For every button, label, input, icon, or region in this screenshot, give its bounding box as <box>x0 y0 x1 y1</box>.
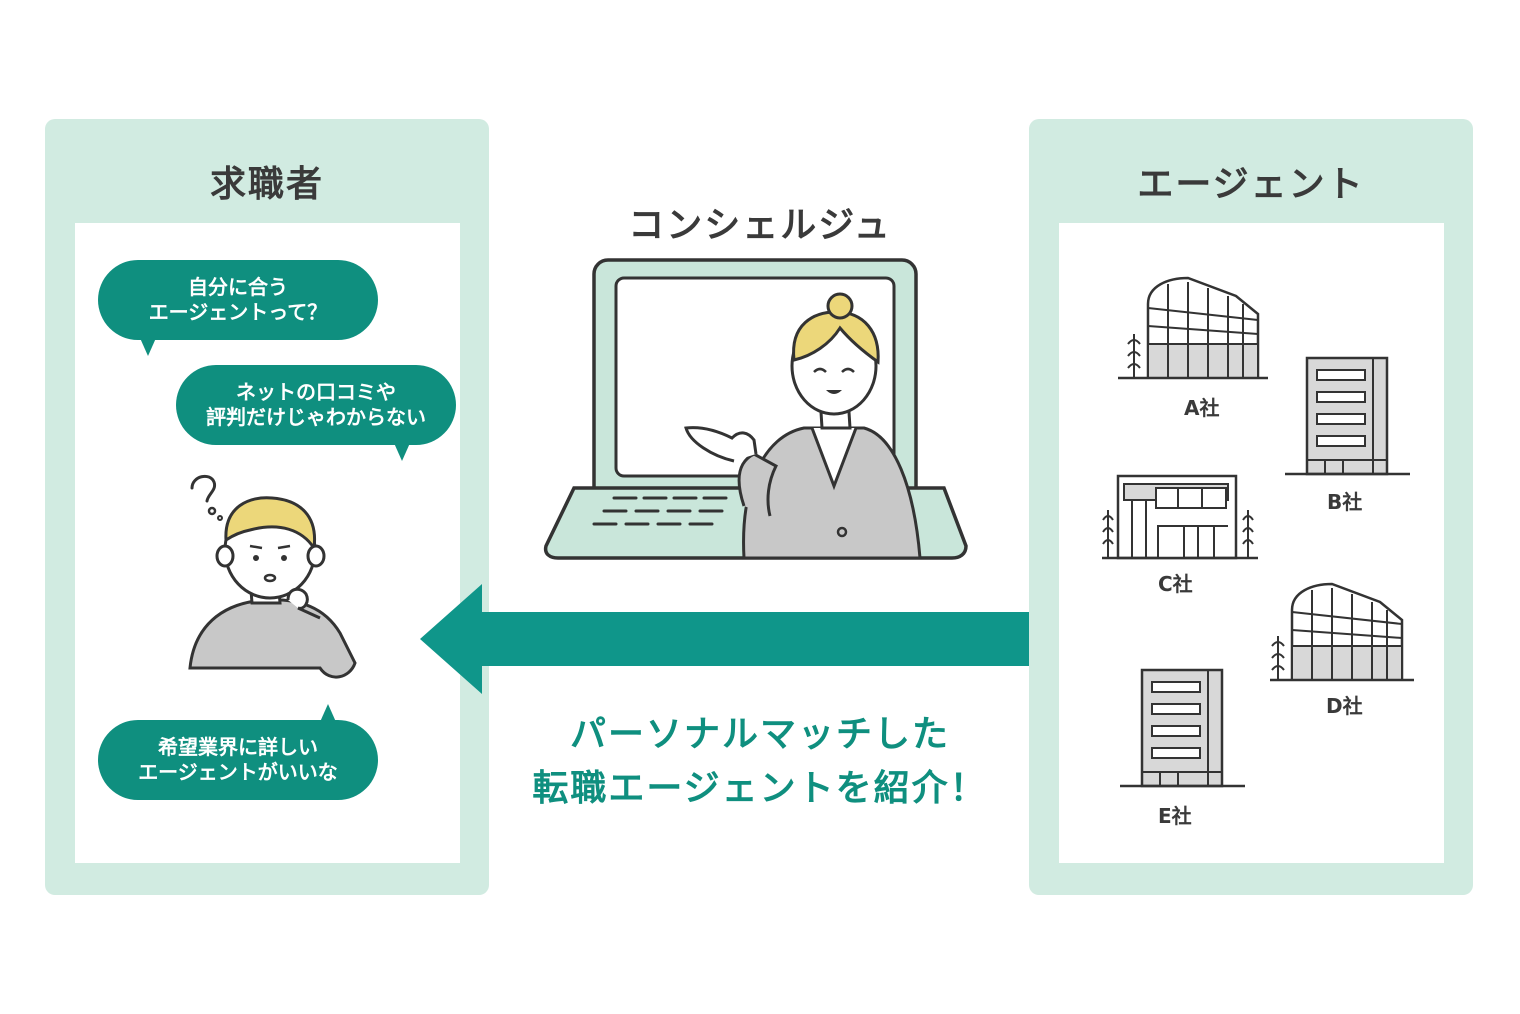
building-b-icon <box>1285 356 1410 476</box>
speech-bubble-2-line1: ネットの口コミや <box>236 380 396 404</box>
building-d-icon <box>1270 582 1414 682</box>
company-label-d: D社 <box>1326 694 1363 718</box>
company-label-e: E社 <box>1158 804 1192 828</box>
building-e-icon <box>1120 668 1245 788</box>
concierge-message: パーソナルマッチした 転職エージェントを紹介！ <box>500 708 1020 816</box>
company-label-c: C社 <box>1158 572 1193 596</box>
speech-bubble-3-line2: エージェントがいいな <box>138 760 338 784</box>
job-seeker-illustration <box>188 474 357 679</box>
concierge-title: コンシェルジュ <box>628 205 892 246</box>
speech-bubble-1-line2: エージェントって？ <box>148 300 328 324</box>
job-seeker-title: 求職者 <box>209 164 324 205</box>
building-a-icon <box>1118 276 1268 380</box>
building-c-icon <box>1102 474 1258 560</box>
concierge-message-line2: 転職エージェントを紹介！ <box>532 768 988 809</box>
speech-bubble-2-line2: 評判だけじゃわからない <box>206 405 426 429</box>
speech-bubble-3: 希望業界に詳しい エージェントがいいな <box>98 704 378 800</box>
arrow-left-icon <box>420 584 1060 694</box>
speech-bubble-3-line1: 希望業界に詳しい <box>158 735 318 759</box>
company-label-a: A社 <box>1184 396 1220 420</box>
company-label-b: B社 <box>1327 490 1363 514</box>
agent-title: エージェント <box>1137 164 1365 205</box>
laptop-illustration <box>543 258 968 560</box>
speech-bubble-1: 自分に合う エージェントって？ <box>98 260 378 356</box>
speech-bubble-2: ネットの口コミや 評判だけじゃわからない <box>176 365 456 461</box>
speech-bubble-1-line1: 自分に合う <box>188 275 288 299</box>
concierge-message-line1: パーソナルマッチした <box>569 714 950 755</box>
